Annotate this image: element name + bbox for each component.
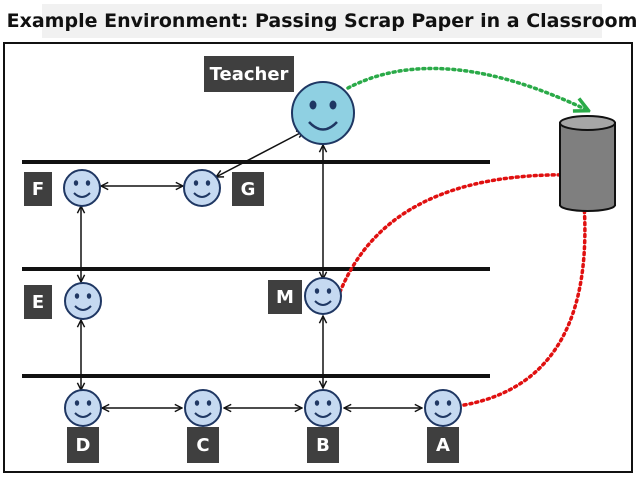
title-banner: Example Environment: Passing Scrap Paper… (7, 4, 637, 38)
diagram-title: Example Environment: Passing Scrap Paper… (6, 10, 638, 32)
student-f-face-icon (63, 169, 101, 207)
trash-bin-icon (559, 115, 616, 212)
student-d-label: D (67, 427, 99, 463)
student-d-face-icon (64, 389, 102, 427)
a-to-bin-dotted-arrow (462, 190, 585, 407)
student-m-face-icon (304, 277, 342, 315)
student-e-face-icon (64, 282, 102, 320)
student-b-label: B (307, 427, 339, 463)
student-c-face-icon (184, 389, 222, 427)
edge-g-teacher (216, 131, 304, 177)
student-m-label: M (268, 280, 302, 314)
teacher-face-icon (291, 81, 355, 145)
student-g-face-icon (183, 169, 221, 207)
student-e-label: E (24, 285, 52, 319)
teacher-to-bin-dotted-arrow (346, 66, 587, 110)
m-to-bin-dotted-arrow (338, 175, 578, 294)
student-g-label: G (232, 172, 264, 206)
connections (81, 131, 422, 408)
student-c-label: C (187, 427, 219, 463)
student-f-label: F (24, 172, 52, 206)
student-a-label: A (427, 427, 459, 463)
classroom-frame (3, 42, 633, 473)
student-a-face-icon (424, 389, 462, 427)
student-b-face-icon (304, 389, 342, 427)
teacher-label: Teacher (204, 56, 294, 92)
